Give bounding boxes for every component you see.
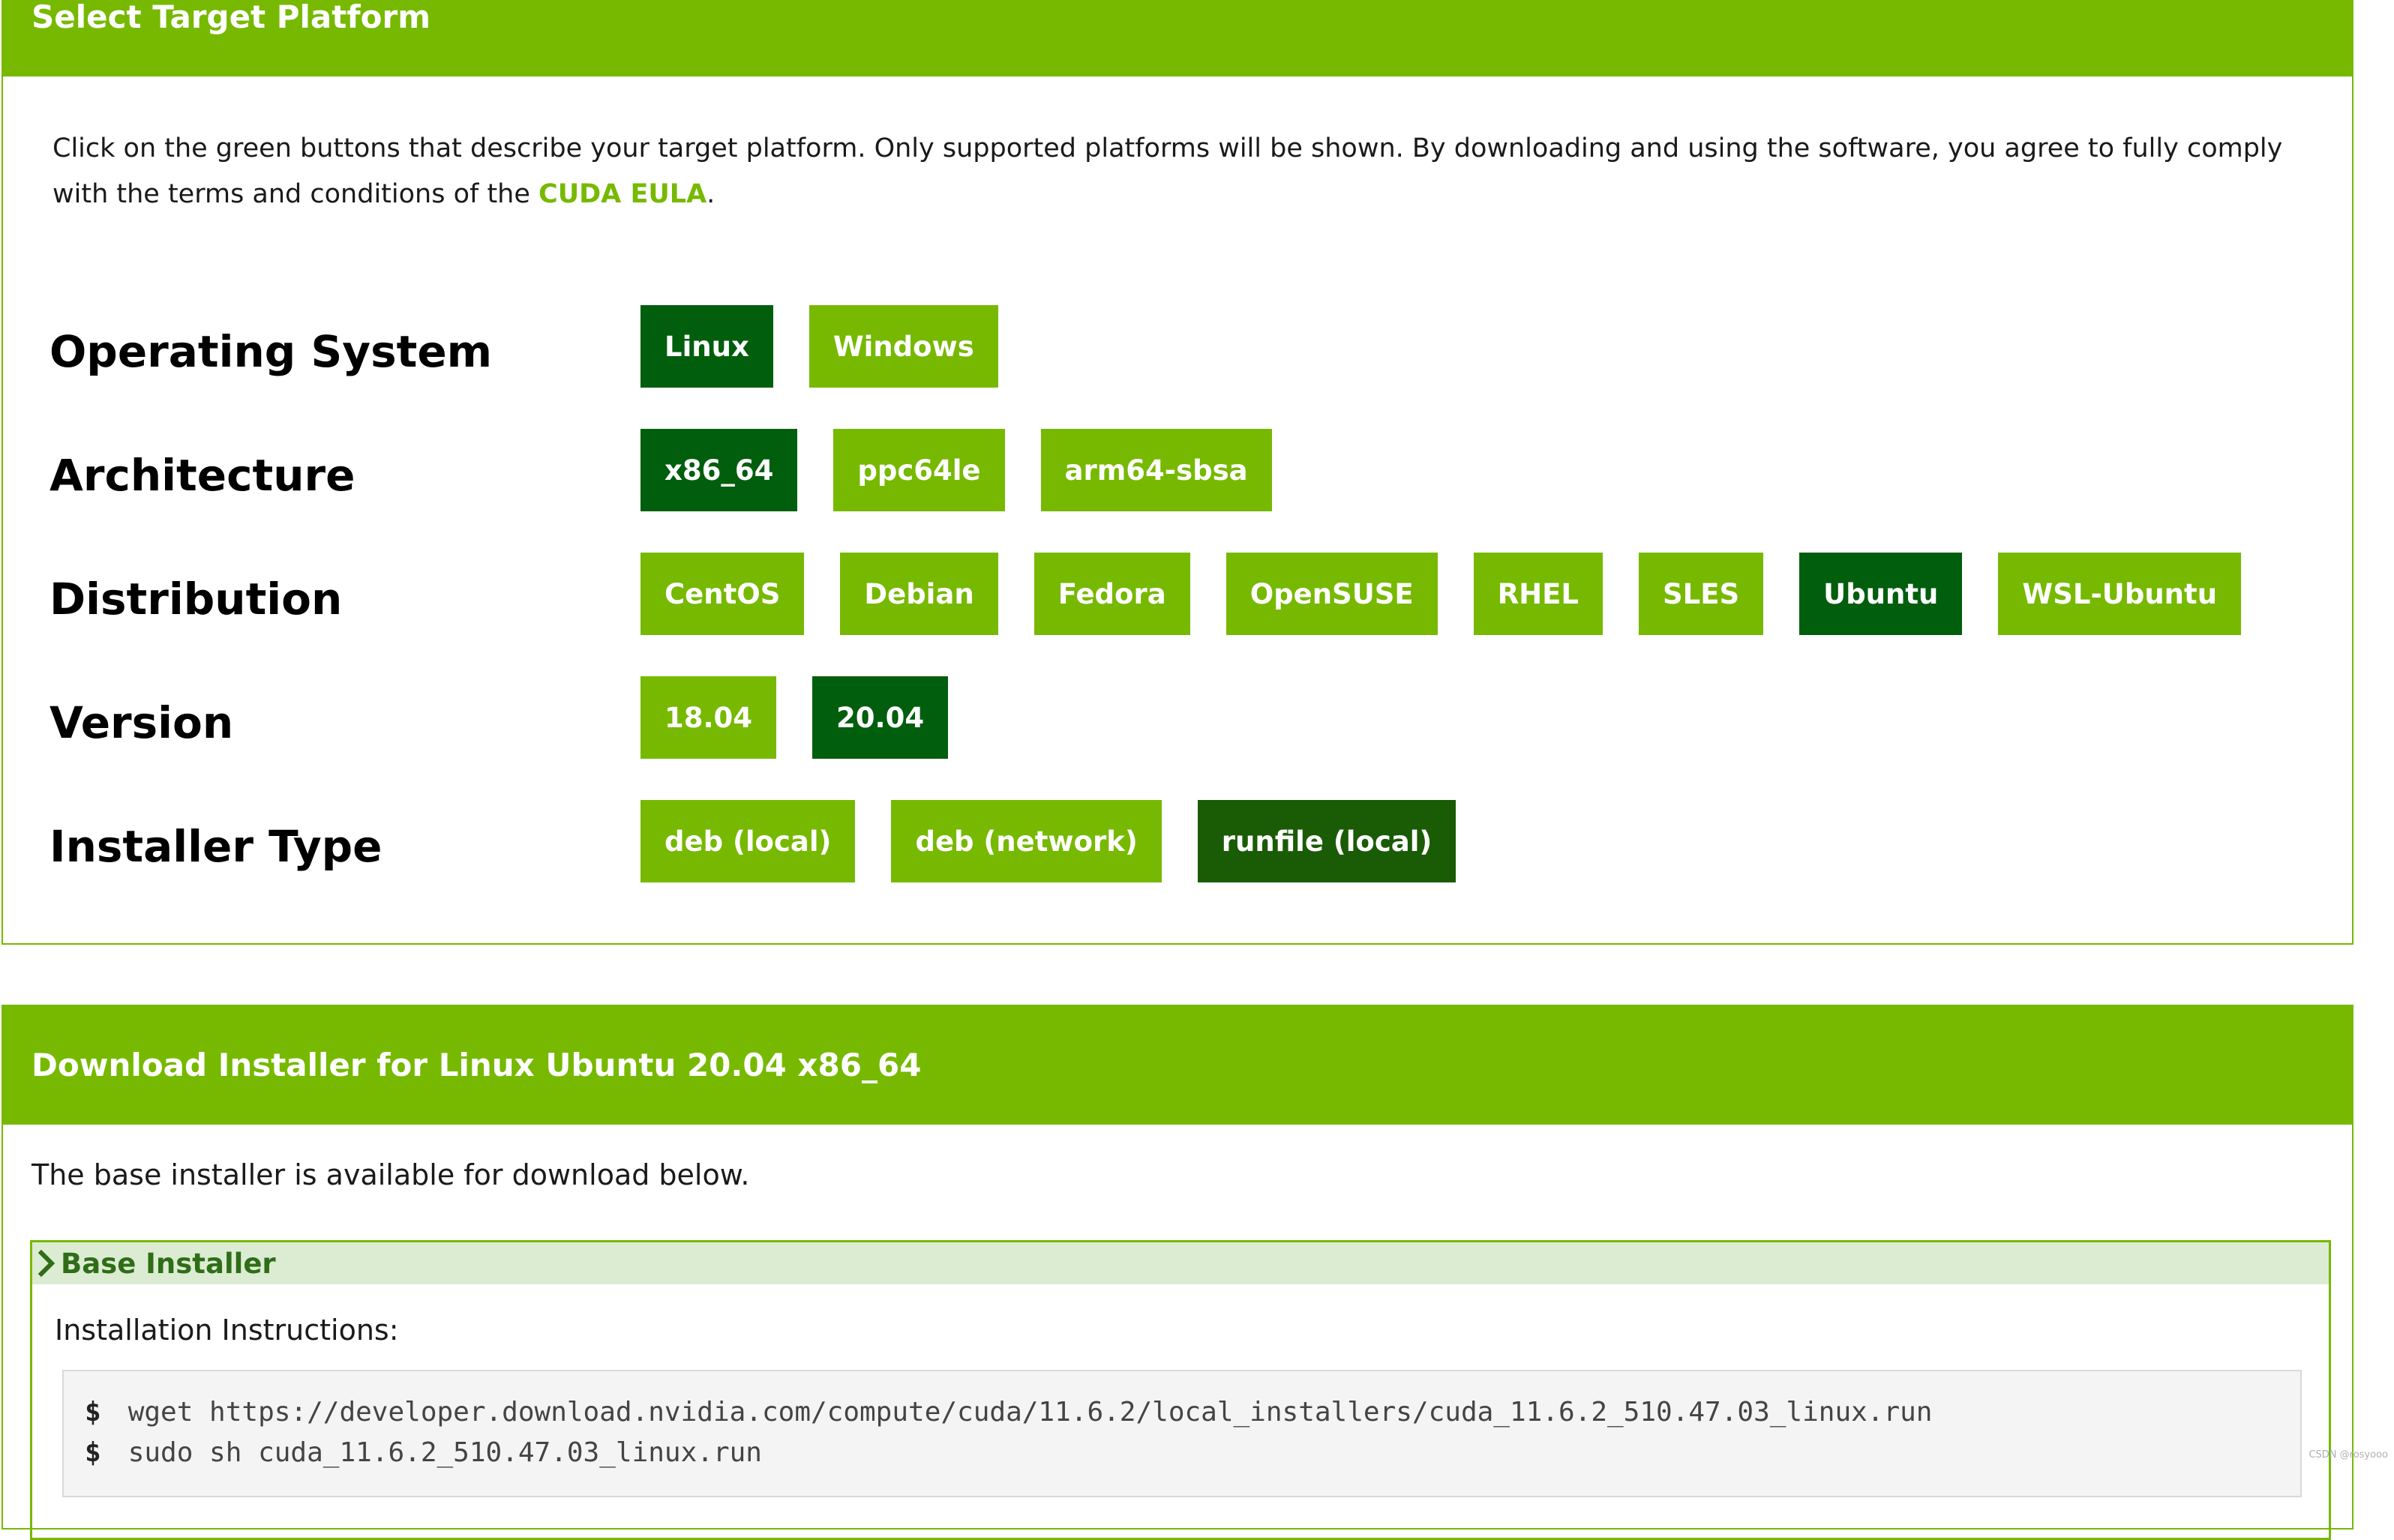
distro-option-ubuntu[interactable]: Ubuntu	[1799, 553, 1963, 635]
panel-title: Download Installer for Linux Ubuntu 20.0…	[32, 1047, 922, 1083]
code-block[interactable]: $ wget https://developer.download.nvidia.…	[62, 1370, 2302, 1497]
distro-option-wsl-ubuntu[interactable]: WSL-Ubuntu	[1998, 553, 2242, 635]
distro-option-debian[interactable]: Debian	[840, 553, 998, 635]
distro-option-centos[interactable]: CentOS	[640, 553, 805, 635]
installer-option-runfile-local[interactable]: runfile (local)	[1197, 800, 1456, 882]
os-options: Linux Windows	[640, 305, 998, 388]
os-option-windows[interactable]: Windows	[808, 305, 998, 388]
arch-option-ppc64le[interactable]: ppc64le	[833, 429, 1005, 511]
download-installer-panel: Download Installer for Linux Ubuntu 20.0…	[2, 1005, 2354, 1540]
distro-options: CentOS Debian Fedora OpenSUSE RHEL SLES …	[640, 553, 2242, 635]
panel-header: Download Installer for Linux Ubuntu 20.0…	[3, 1006, 2352, 1125]
installer-option-deb-network[interactable]: deb (network)	[891, 800, 1162, 882]
cuda-eula-link[interactable]: CUDA EULA	[538, 179, 707, 209]
base-installer-text: The base installer is available for down…	[32, 1158, 750, 1191]
intro-text-end: .	[706, 179, 716, 209]
base-installer-accordion: Base Installer Installation Instructions…	[30, 1240, 2331, 1540]
distro-option-rhel[interactable]: RHEL	[1473, 553, 1603, 635]
installation-instructions-label: Installation Instructions:	[55, 1314, 399, 1347]
shell-prompt: $	[85, 1437, 101, 1468]
intro-text: Click on the green buttons that describe…	[52, 126, 2302, 217]
distro-option-opensuse[interactable]: OpenSUSE	[1226, 553, 1438, 635]
code-line: $ wget https://developer.download.nvidia.…	[85, 1392, 2300, 1433]
installer-row-label: Installer Type	[50, 821, 382, 872]
intro-text-part: Click on the green buttons that describe…	[52, 133, 2283, 209]
version-option-18-04[interactable]: 18.04	[640, 676, 777, 759]
arch-options: x86_64 ppc64le arm64-sbsa	[640, 429, 1272, 511]
code-line: $ sudo sh cuda_11.6.2_510.47.03_linux.run	[85, 1433, 2300, 1473]
panel-header: Select Target Platform	[3, 0, 2352, 76]
version-options: 18.04 20.04	[640, 676, 949, 759]
command-text: wget https://developer.download.nvidia.c…	[128, 1397, 1933, 1428]
panel-title: Select Target Platform	[32, 0, 430, 35]
select-target-platform-panel: Select Target Platform Click on the gree…	[2, 0, 2354, 945]
installer-option-deb-local[interactable]: deb (local)	[640, 800, 856, 882]
accordion-title: Base Installer	[61, 1247, 276, 1280]
os-option-linux[interactable]: Linux	[640, 305, 773, 388]
distro-option-sles[interactable]: SLES	[1639, 553, 1764, 635]
watermark: CSDN @rosyooo	[2308, 1449, 2388, 1461]
arch-row-label: Architecture	[50, 450, 356, 501]
os-row-label: Operating System	[50, 326, 493, 377]
version-row-label: Version	[50, 697, 234, 748]
installer-options: deb (local) deb (network) runfile (local…	[640, 800, 1456, 882]
distro-row-label: Distribution	[50, 574, 343, 625]
accordion-header[interactable]: Base Installer	[32, 1242, 2329, 1284]
chevron-right-icon	[38, 1249, 56, 1278]
arch-option-x86-64[interactable]: x86_64	[640, 429, 798, 511]
command-text: sudo sh cuda_11.6.2_510.47.03_linux.run	[128, 1437, 762, 1468]
arch-option-arm64-sbsa[interactable]: arm64-sbsa	[1040, 429, 1272, 511]
shell-prompt: $	[85, 1397, 101, 1428]
version-option-20-04[interactable]: 20.04	[812, 676, 949, 759]
distro-option-fedora[interactable]: Fedora	[1034, 553, 1190, 635]
